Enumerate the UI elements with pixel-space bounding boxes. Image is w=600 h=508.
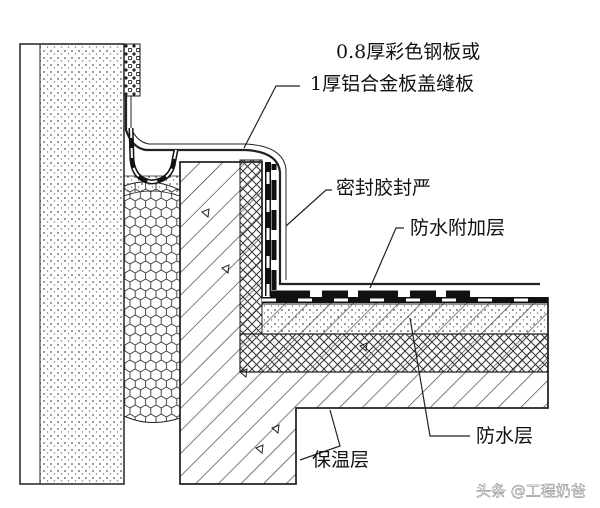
insulation-layer <box>239 159 549 373</box>
leader-lines <box>243 85 470 461</box>
label-additional-waterproof: 防水附加层 <box>410 217 505 239</box>
label-sealant: 密封胶封严 <box>336 177 431 199</box>
watermark: 头条 @工程奶爸 <box>476 482 586 500</box>
label-insulation: 保温层 <box>312 449 369 471</box>
screed-layer <box>261 303 549 335</box>
waterproof-membrane <box>262 162 548 303</box>
label-steel-plate-line1: 0.8厚彩色钢板或 <box>336 41 480 63</box>
label-waterproof: 防水层 <box>476 425 533 447</box>
metal-cover-flashing <box>124 96 540 286</box>
sealant-top <box>123 43 141 97</box>
gap-insulation <box>123 175 181 423</box>
label-steel-plate-line2: 1厚铝合金板盖缝板 <box>310 73 474 95</box>
additional-waterproof-layer <box>270 164 470 298</box>
outer-wall <box>19 43 125 485</box>
